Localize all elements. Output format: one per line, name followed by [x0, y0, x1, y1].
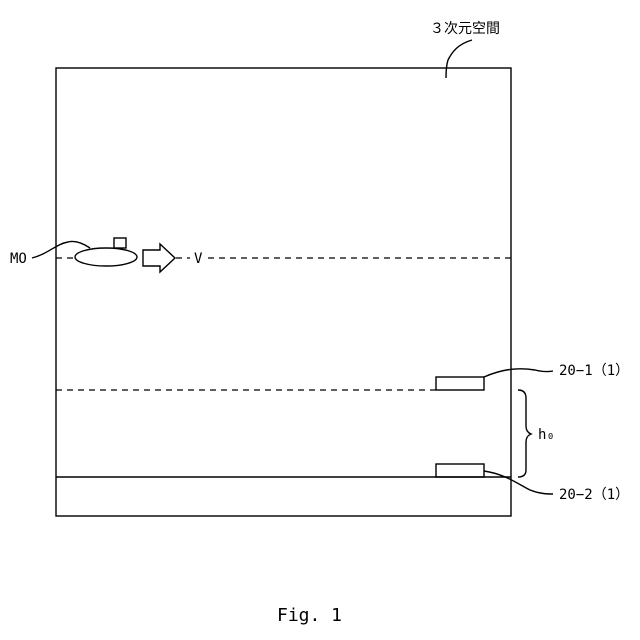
- space-label: ３次元空間: [430, 21, 500, 37]
- mo-label: MO: [10, 251, 27, 267]
- height-label: h₀: [538, 427, 555, 443]
- space-box: [56, 68, 511, 516]
- sensor-20-1-label: 20−1（1）: [559, 363, 629, 379]
- moving-object-tower: [114, 238, 126, 248]
- mo-leader-line: [32, 241, 90, 258]
- moving-object-body: [75, 248, 137, 266]
- space-leader-line: [446, 40, 472, 78]
- velocity-label: V: [194, 251, 203, 267]
- figure-caption: Fig. 1: [277, 605, 342, 626]
- sensor-20-1-leader: [484, 369, 553, 377]
- sensor-20-2: [436, 464, 484, 477]
- sensor-20-1: [436, 377, 484, 390]
- height-bracket: [518, 390, 531, 477]
- velocity-arrow: [143, 244, 175, 272]
- sensor-20-2-leader: [484, 471, 553, 494]
- sensor-20-2-label: 20−2（1）: [559, 487, 629, 503]
